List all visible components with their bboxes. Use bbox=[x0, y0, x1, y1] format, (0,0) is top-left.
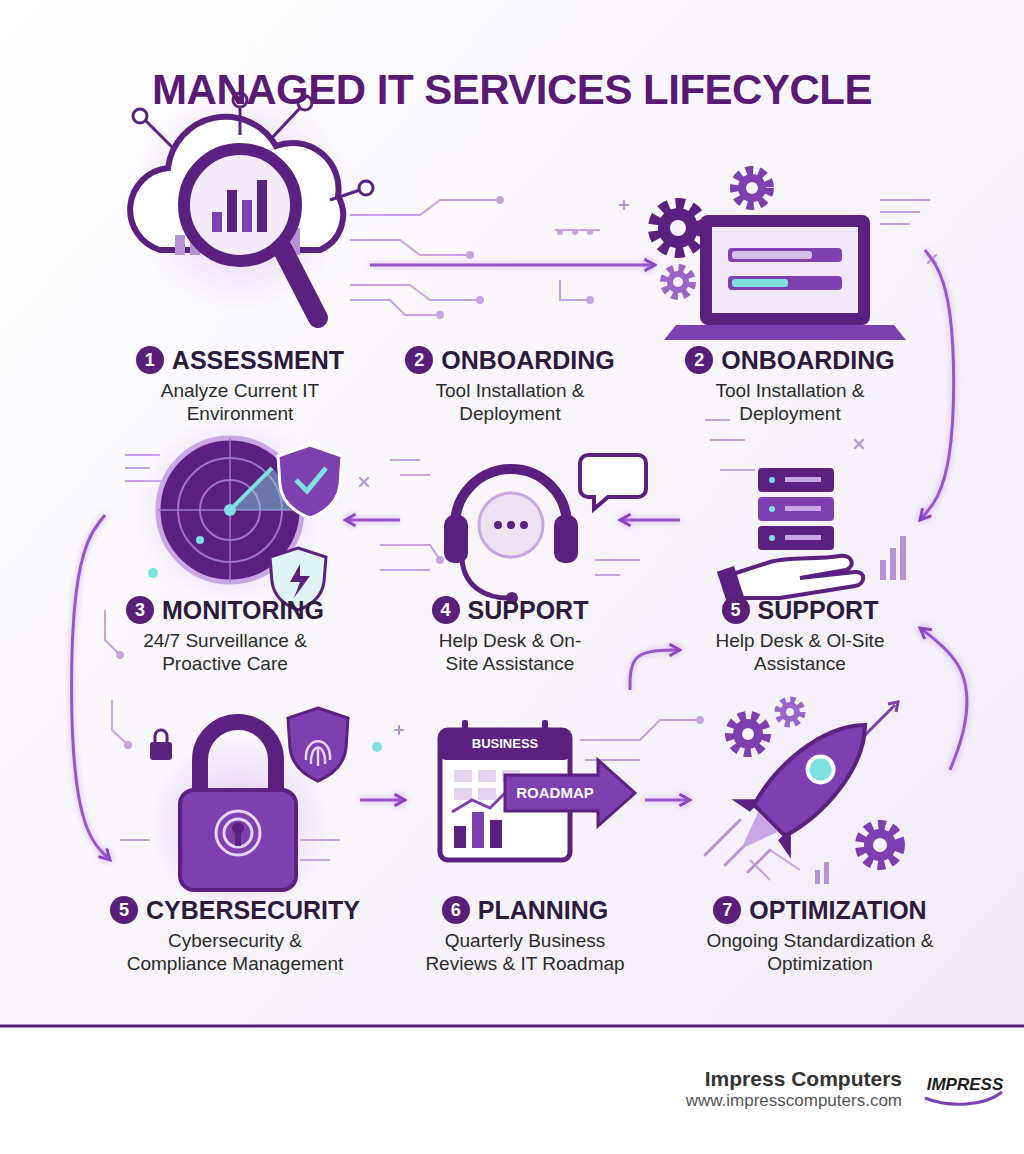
step-number-badge: 5 bbox=[110, 896, 138, 924]
step-description: Cybersecurity & Compliance Management bbox=[118, 929, 353, 975]
step-number-badge: 2 bbox=[685, 346, 713, 374]
company-logo: IMPRESS bbox=[920, 1074, 1010, 1096]
step-heading-row: 1 ASSESSMENT bbox=[136, 344, 344, 376]
step-description: Help Desk & Ol-Site Assistance bbox=[715, 629, 885, 675]
diagram-title: MANAGED IT SERVICES LIFECYCLE bbox=[0, 64, 1024, 116]
step-heading: SUPPORT bbox=[468, 594, 589, 626]
onboarding-icon bbox=[654, 171, 906, 340]
step-number-badge: 5 bbox=[722, 596, 750, 624]
flow-connector bbox=[72, 515, 110, 860]
step-description: Tool Installation & Deployment bbox=[425, 379, 595, 425]
cybersecurity-icon bbox=[148, 708, 348, 915]
support-headset-icon bbox=[444, 455, 646, 604]
step-heading: ASSESSMENT bbox=[172, 344, 344, 376]
step-number-badge: 2 bbox=[405, 346, 433, 374]
step-description: Tool Installation & Deployment bbox=[705, 379, 875, 425]
calendar-header: BUSINESS bbox=[440, 734, 570, 754]
lifecycle-step: 5 SUPPORTHelp Desk & Ol-Site Assistance bbox=[680, 435, 920, 675]
optimization-icon bbox=[705, 695, 900, 884]
step-heading: OPTIMIZATION bbox=[749, 894, 926, 926]
step-heading-row: 6 PLANNING bbox=[442, 894, 609, 926]
step-number-badge: 3 bbox=[126, 596, 154, 624]
monitoring-icon bbox=[135, 415, 342, 610]
step-number-badge: 6 bbox=[442, 896, 470, 924]
step-heading-row: 3 MONITORING bbox=[126, 594, 324, 626]
planning-icon bbox=[440, 720, 635, 860]
step-heading-row: 2 ONBOARDING bbox=[405, 344, 615, 376]
flow-connector bbox=[920, 250, 954, 520]
lifecycle-step: 2 ONBOARDINGTool Installation & Deploymen… bbox=[385, 335, 635, 425]
step-heading: ONBOARDING bbox=[721, 344, 895, 376]
step-heading: SUPPORT bbox=[758, 594, 879, 626]
lifecycle-step: 5 CYBERSECURITYCybersecurity & Compliance… bbox=[110, 690, 360, 975]
flow-connector bbox=[920, 628, 967, 770]
step-heading-row: 5 SUPPORT bbox=[722, 594, 879, 626]
footer-rule bbox=[0, 1025, 1024, 1028]
company-url: www.impresscomputers.com bbox=[560, 1090, 902, 1112]
roadmap-label: ROADMAP bbox=[505, 782, 605, 804]
step-description: Analyze Current IT Environment bbox=[160, 379, 320, 425]
lifecycle-step: 6 PLANNINGQuarterly Business Reviews & IT… bbox=[405, 690, 645, 975]
sparkle-marks bbox=[360, 201, 936, 734]
step-number-badge: 7 bbox=[713, 896, 741, 924]
step-heading-row: 4 SUPPORT bbox=[432, 594, 589, 626]
company-name: Impress Computers bbox=[600, 1066, 902, 1092]
assessment-icon bbox=[130, 90, 373, 318]
step-description: Help Desk & On-Site Assistance bbox=[425, 629, 595, 675]
flow-connector bbox=[630, 650, 680, 690]
step-description: Ongoing Standardization & Optimization bbox=[695, 929, 945, 975]
glow-dot bbox=[372, 742, 382, 752]
flow-connector bbox=[360, 799, 405, 802]
flow-connector bbox=[345, 519, 400, 522]
step-description: Quarterly Business Reviews & IT Roadmap bbox=[415, 929, 635, 975]
step-heading: PLANNING bbox=[478, 894, 609, 926]
support-server-icon bbox=[717, 468, 906, 606]
flow-connector bbox=[645, 799, 690, 802]
lifecycle-step: 2 ONBOARDINGTool Installation & Deploymen… bbox=[655, 150, 925, 425]
step-description: 24/7 Surveillance & Proactive Care bbox=[138, 629, 313, 675]
lifecycle-step: 4 SUPPORTHelp Desk & On-Site Assistance bbox=[400, 435, 620, 675]
step-number-badge: 4 bbox=[432, 596, 460, 624]
lifecycle-step: 1 ASSESSMENTAnalyze Current IT Environmen… bbox=[110, 140, 370, 425]
step-heading: ONBOARDING bbox=[441, 344, 615, 376]
step-heading-row: 7 OPTIMIZATION bbox=[713, 894, 926, 926]
lifecycle-step: 7 OPTIMIZATIONOngoing Standardization & O… bbox=[690, 690, 950, 975]
step-number-badge: 1 bbox=[136, 346, 164, 374]
step-heading-row: 5 CYBERSECURITY bbox=[110, 894, 360, 926]
step-heading-row: 2 ONBOARDING bbox=[685, 344, 895, 376]
lifecycle-step: 3 MONITORING24/7 Surveillance & Proactive… bbox=[105, 435, 345, 675]
footer-band bbox=[0, 1026, 1024, 1154]
flow-connector bbox=[370, 264, 655, 267]
step-heading: MONITORING bbox=[162, 594, 324, 626]
flow-connector bbox=[620, 519, 680, 522]
step-heading: CYBERSECURITY bbox=[146, 894, 360, 926]
